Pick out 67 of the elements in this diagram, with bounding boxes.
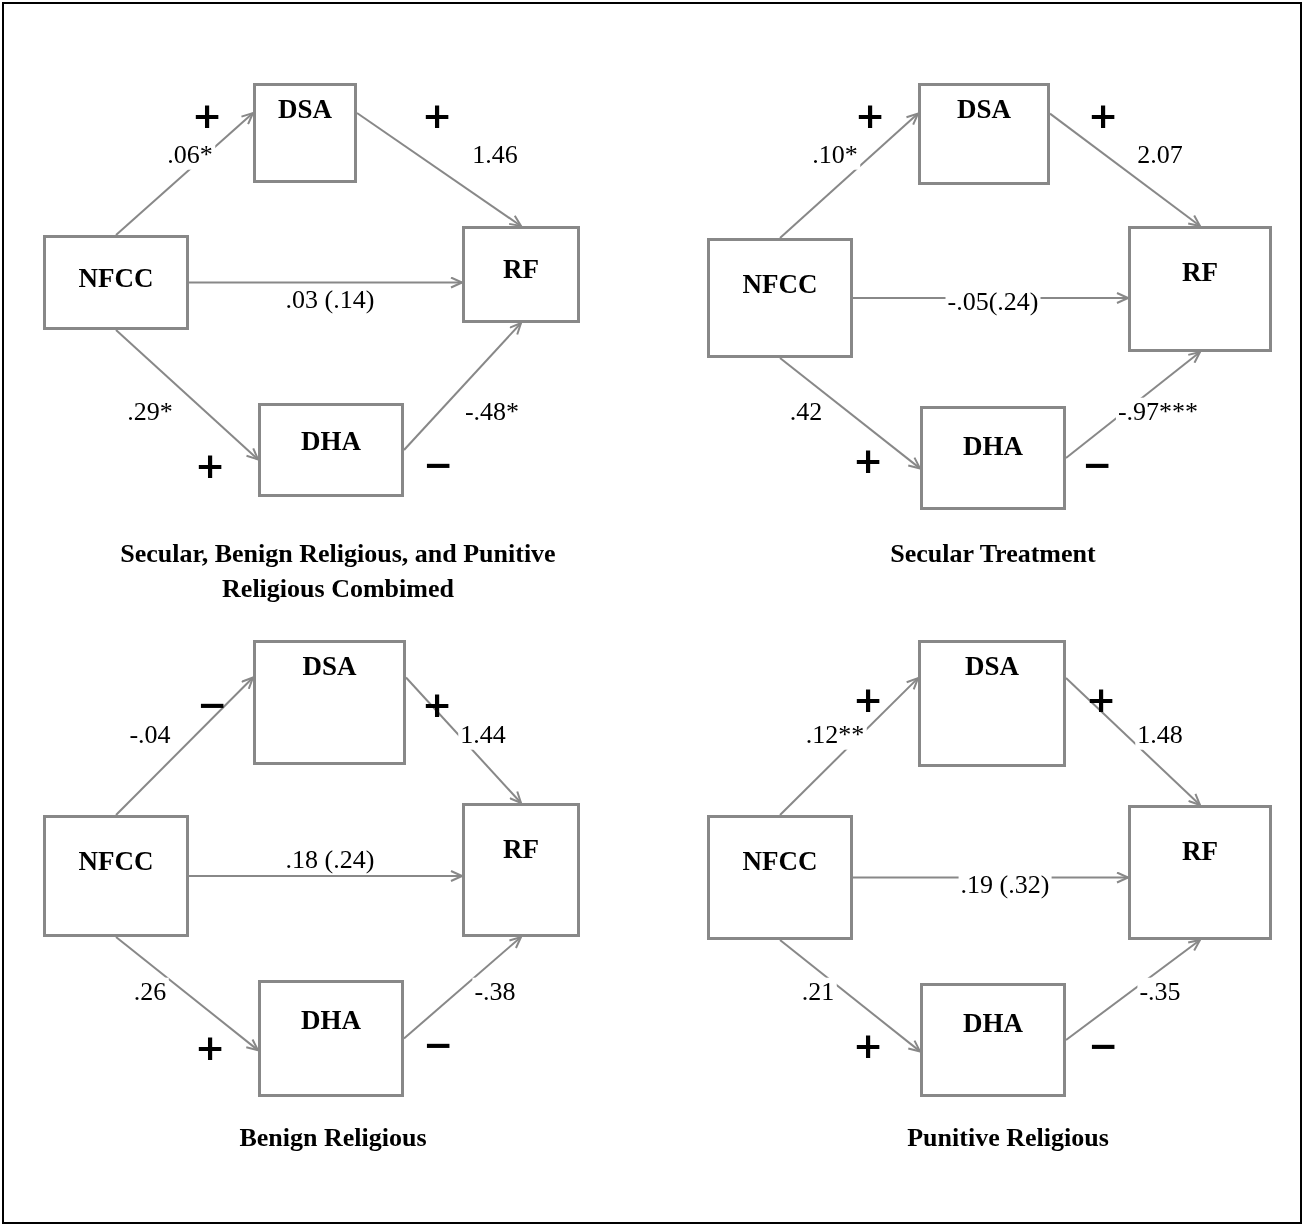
variable-name: DHA <box>301 426 361 457</box>
variable-box <box>1128 226 1272 352</box>
variable-box <box>258 980 404 1097</box>
variable-name: DSA <box>957 94 1011 125</box>
arrow <box>188 870 463 882</box>
panel-title: Secular, Benign Religious, and Punitive Religious Combimed <box>119 538 557 606</box>
variable-box <box>253 640 406 765</box>
arrow <box>1065 677 1201 806</box>
sign-mark: − <box>422 1027 454 1063</box>
variable-name: RF <box>1182 257 1218 288</box>
variable-box <box>43 815 189 937</box>
variable-box <box>43 235 189 330</box>
sign-mark: + <box>852 443 884 479</box>
arrow <box>1065 939 1201 1041</box>
panel-title: Benign Religious <box>238 1122 428 1154</box>
sign-mark: − <box>422 447 454 483</box>
variable-box <box>707 815 853 940</box>
panel-title: Secular Treatment <box>889 538 1097 570</box>
variable-name: NFCC <box>78 263 154 294</box>
variable-name: DSA <box>302 651 357 682</box>
variable-box <box>253 83 357 183</box>
sign-mark: − <box>1087 1028 1119 1064</box>
variable-box <box>707 238 853 358</box>
sign-mark: + <box>852 1028 884 1064</box>
panel-title: Punitive Religious <box>906 1122 1110 1154</box>
variable-box <box>918 83 1050 185</box>
sign-mark: + <box>854 98 886 134</box>
sign-mark: + <box>421 98 453 134</box>
variable-box <box>462 226 580 323</box>
variable-name: DSA <box>965 651 1019 682</box>
variable-name: DHA <box>301 1005 361 1036</box>
arrow <box>405 676 522 804</box>
arrow <box>188 276 463 289</box>
variable-box <box>1128 805 1272 940</box>
arrow <box>1049 112 1201 227</box>
variable-name: RF <box>503 834 539 865</box>
variable-name: RF <box>1182 836 1218 867</box>
variable-name: DHA <box>963 431 1023 462</box>
variable-box <box>920 406 1066 510</box>
variable-name: NFCC <box>742 269 818 300</box>
sign-mark: + <box>1085 682 1117 718</box>
sign-mark: + <box>852 682 884 718</box>
sign-mark: − <box>196 687 228 723</box>
variable-name: DHA <box>963 1008 1023 1039</box>
variable-name: RF <box>503 254 539 285</box>
arrow <box>115 936 259 1052</box>
arrow <box>779 112 919 239</box>
variable-name: NFCC <box>78 846 154 877</box>
variable-box <box>462 803 580 937</box>
sign-mark: − <box>1081 447 1113 483</box>
arrow <box>115 676 254 816</box>
arrow <box>779 357 921 470</box>
arrow <box>779 939 921 1053</box>
arrow <box>356 112 522 227</box>
variable-box <box>258 403 404 497</box>
sign-mark: + <box>1087 98 1119 134</box>
sign-mark: + <box>421 687 453 723</box>
sign-mark: + <box>191 98 223 134</box>
sign-mark: + <box>194 448 226 484</box>
variable-name: NFCC <box>742 846 818 877</box>
variable-box <box>918 640 1066 767</box>
sign-mark: + <box>194 1030 226 1066</box>
arrow <box>115 329 259 461</box>
arrow <box>403 322 522 451</box>
variable-name: DSA <box>278 94 332 125</box>
variable-box <box>920 983 1066 1097</box>
arrow <box>403 936 522 1040</box>
